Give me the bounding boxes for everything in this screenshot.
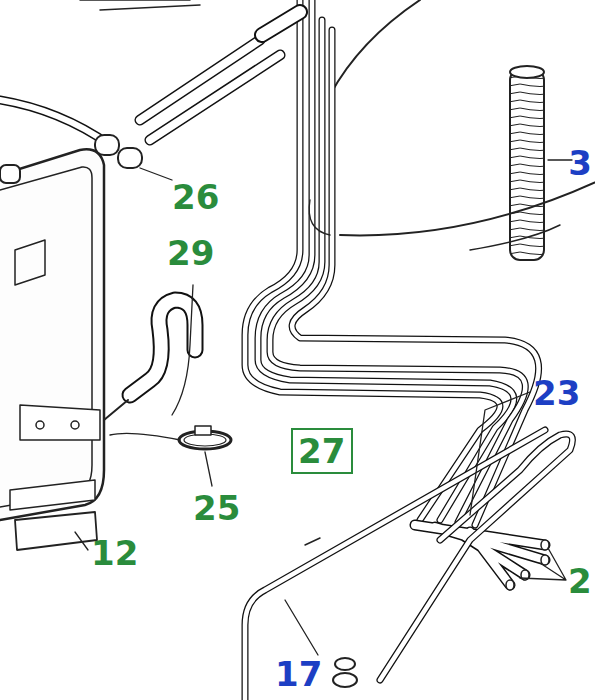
callout-number: 26 — [172, 180, 219, 214]
callout-number: 23 — [533, 376, 580, 410]
callout-number: 3 — [568, 146, 592, 180]
callout-number: 27 — [298, 434, 346, 468]
callout-number: 25 — [193, 491, 240, 525]
boxed-callout: 27 — [291, 428, 353, 474]
callout-number: 2 — [568, 564, 592, 598]
callout-number: 17 — [275, 657, 322, 691]
callout-number: 29 — [167, 236, 214, 270]
callout-number: 12 — [91, 536, 138, 570]
